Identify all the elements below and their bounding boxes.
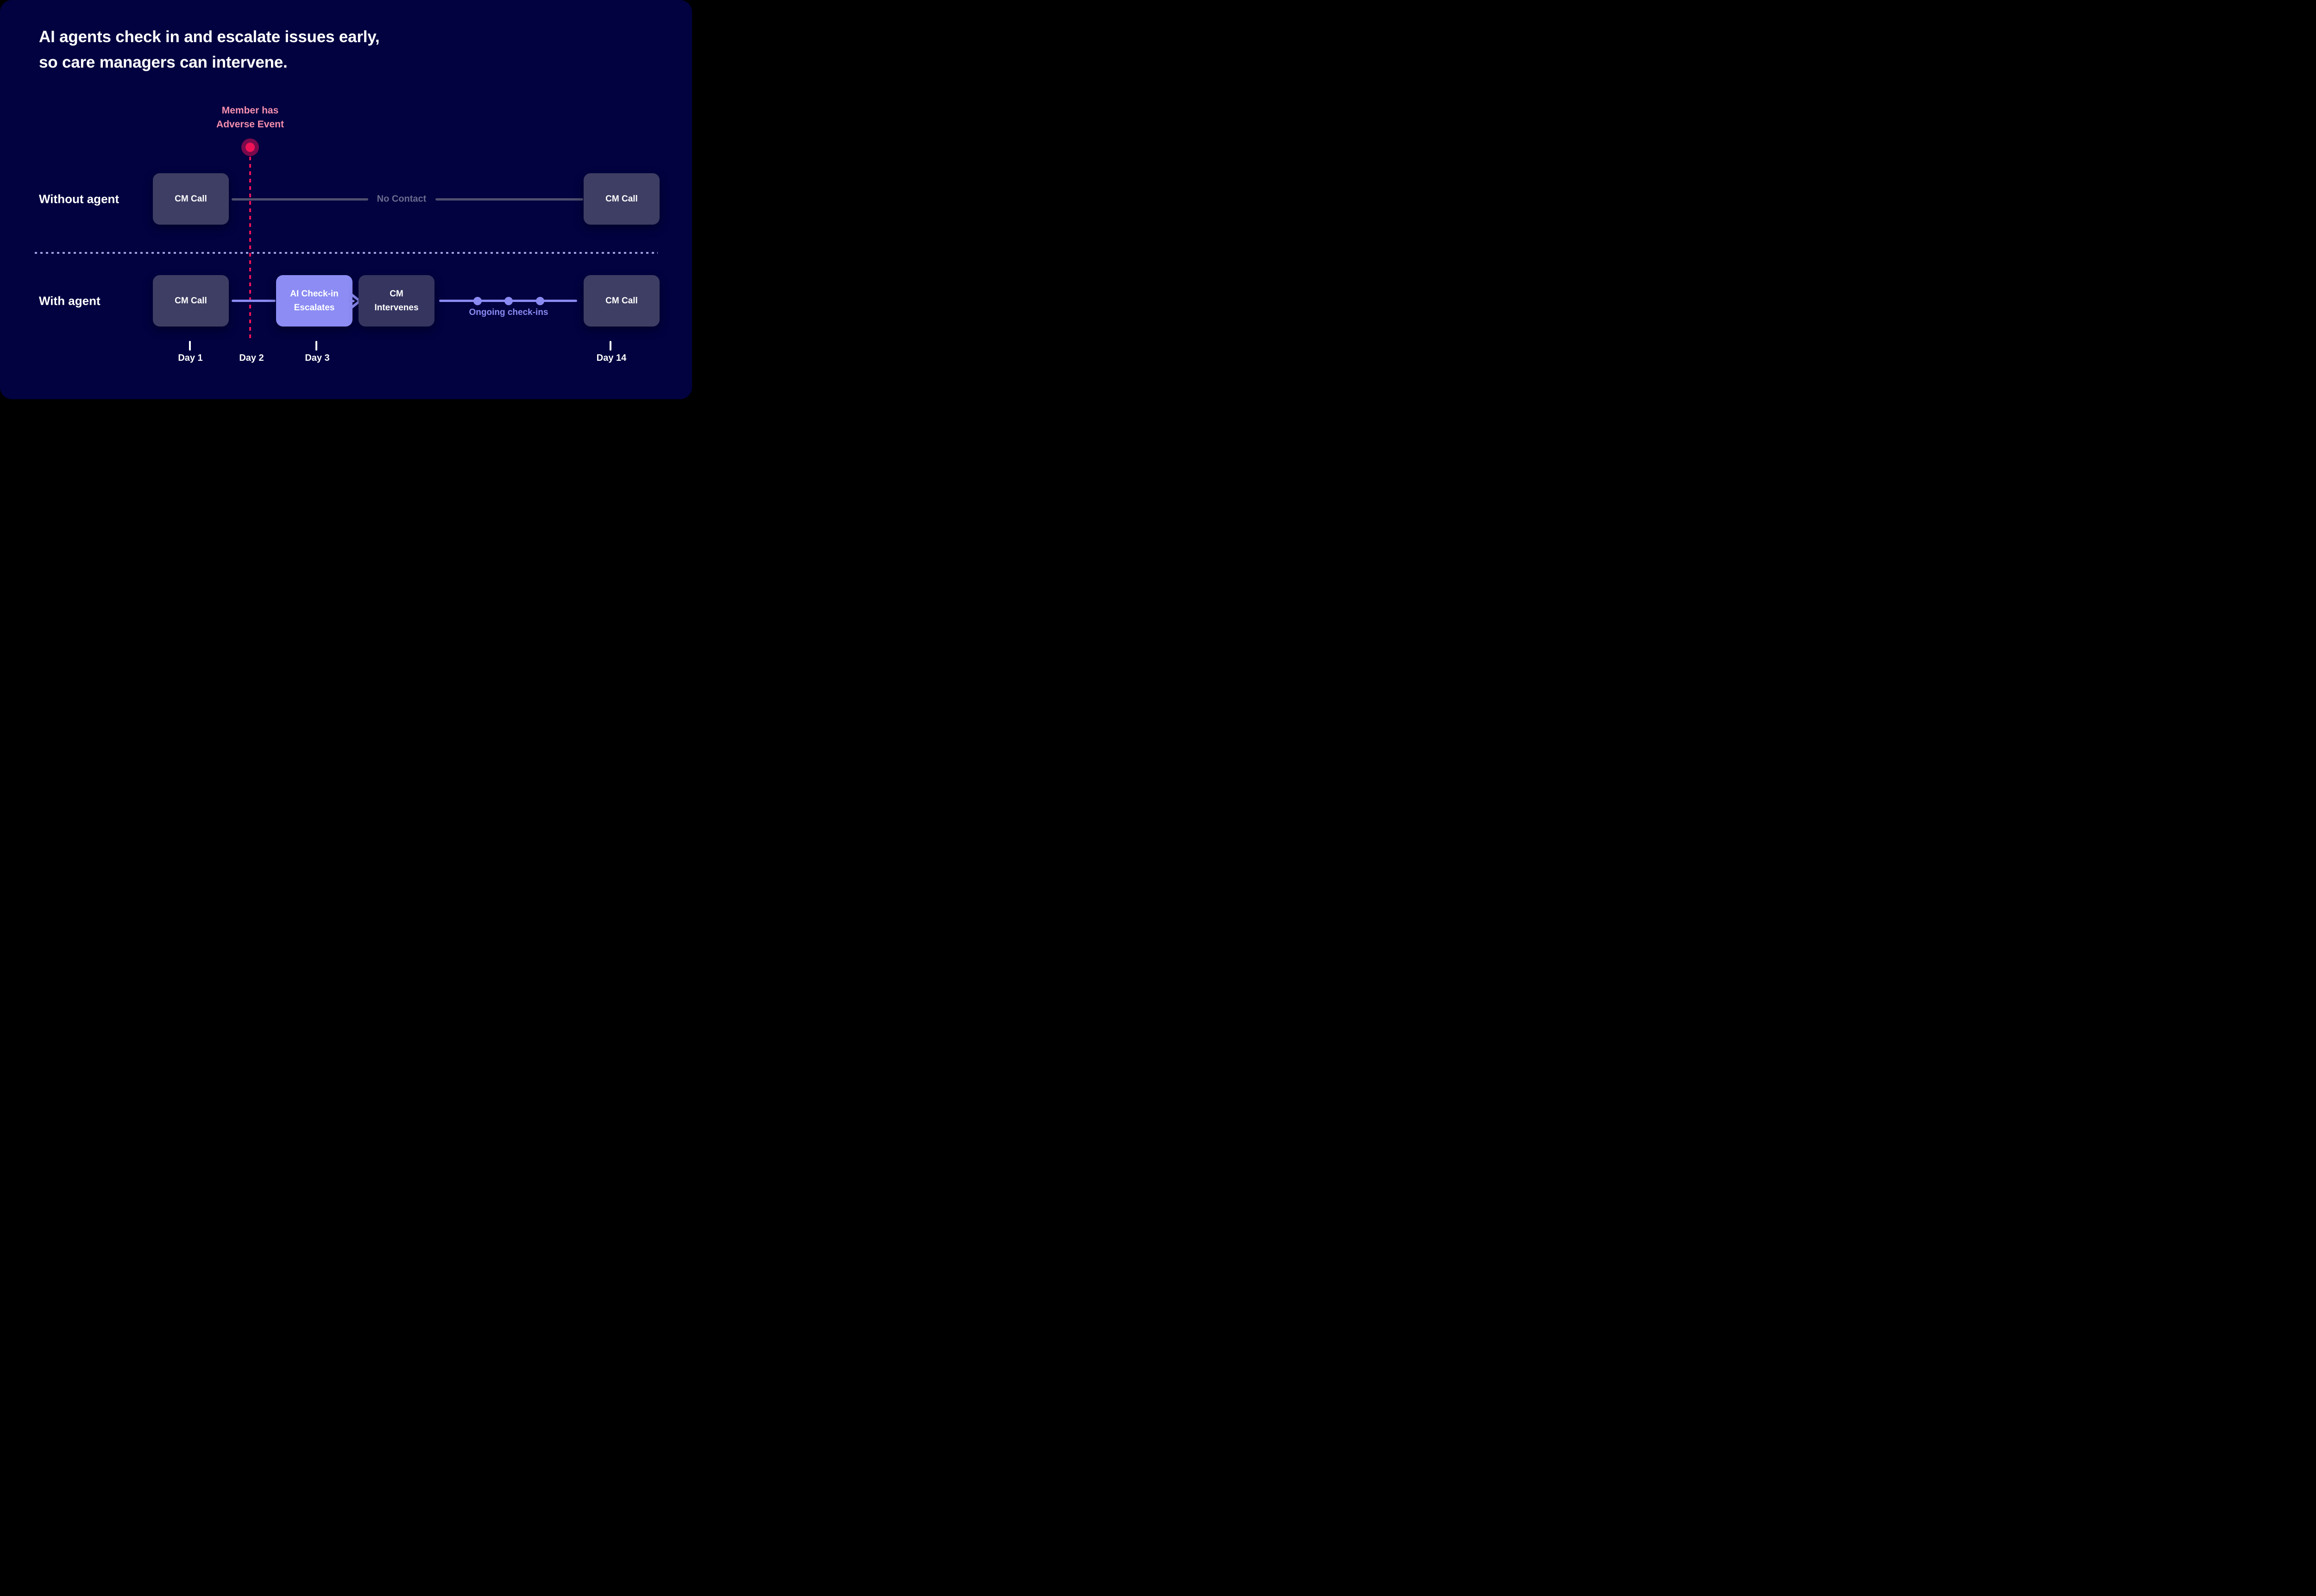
adverse-event-label: Member has Adverse Event — [216, 104, 284, 132]
row-label-without-agent: Without agent — [39, 192, 120, 206]
checkin-dot-icon — [536, 297, 544, 305]
no-contact-line-right — [435, 198, 583, 201]
day-label-1: Day 1 — [178, 353, 203, 363]
cm-call-box-without-start-label: CM Call — [175, 194, 207, 204]
adverse-event-marker-core — [245, 143, 255, 152]
timeline-tick-day1 — [189, 341, 191, 351]
slide-card: AI agents check in and escalate issues e… — [0, 0, 692, 399]
no-contact-label: No Contact — [377, 194, 427, 204]
checkin-dot-icon — [504, 297, 513, 305]
ai-checkin-escalates-box-label: AI Check-in Escalates — [290, 287, 339, 315]
ongoing-checkins-label: Ongoing check-ins — [469, 308, 548, 317]
ai-checkin-line1: AI Check-in — [290, 289, 339, 299]
cm-call-box-without-start: CM Call — [153, 173, 229, 225]
adverse-event-marker-icon — [241, 138, 259, 156]
page-title-line2: so care managers can intervene. — [39, 53, 288, 71]
day-label-3: Day 3 — [305, 353, 330, 363]
cm-call-box-without-end-label: CM Call — [605, 194, 638, 204]
cm-call-box-with-start: CM Call — [153, 275, 229, 327]
adverse-event-dashed-line — [249, 157, 251, 340]
no-contact-line-left — [232, 198, 368, 201]
cm-intervenes-box-label: CM Intervenes — [374, 287, 418, 315]
cm-call-box-with-start-label: CM Call — [175, 295, 207, 306]
row-label-with-agent: With agent — [39, 294, 101, 308]
timeline-tick-day3 — [315, 341, 317, 351]
connector-line-to-ai-checkin — [232, 300, 276, 302]
cm-intervenes-box: CM Intervenes — [359, 275, 434, 327]
day-label-2: Day 2 — [239, 353, 264, 363]
cm-intervenes-line1: CM — [390, 289, 403, 299]
page-title-line1: AI agents check in and escalate issues e… — [39, 28, 380, 46]
cm-call-box-without-end: CM Call — [584, 173, 660, 225]
cm-intervenes-line2: Intervenes — [374, 302, 419, 313]
page-title: AI agents check in and escalate issues e… — [39, 24, 380, 75]
adverse-event-label-line2: Adverse Event — [216, 119, 284, 130]
ai-checkin-line2: Escalates — [294, 302, 335, 313]
timeline-tick-day14 — [610, 341, 611, 351]
checkin-dot-icon — [473, 297, 482, 305]
adverse-event-label-line1: Member has — [221, 105, 279, 116]
cm-call-box-with-end: CM Call — [584, 275, 660, 327]
cm-call-box-with-end-label: CM Call — [605, 295, 638, 306]
day-label-14: Day 14 — [596, 353, 627, 363]
ai-checkin-escalates-box: AI Check-in Escalates — [276, 275, 352, 327]
rows-divider-dashed-line — [35, 252, 658, 254]
